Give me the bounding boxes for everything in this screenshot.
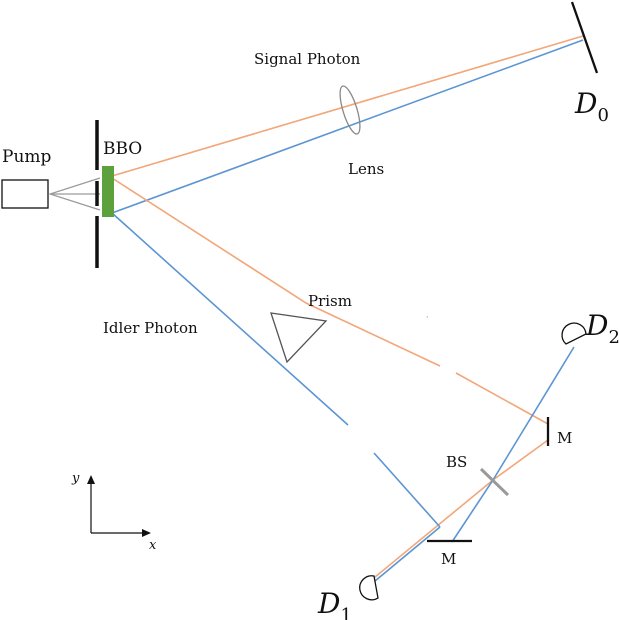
detector-d1-label-main: D — [317, 587, 340, 620]
pump-box — [1, 179, 49, 209]
detector-d0-label: D0 — [574, 87, 609, 126]
beam-splitter: BS — [446, 453, 510, 497]
axis-x-arrow — [142, 529, 151, 537]
pump-label: Pump — [2, 147, 52, 167]
idler-beam-blue-to-d2 — [451, 346, 575, 543]
signal-beam-upper-blue — [111, 39, 584, 214]
idler-beam-blue-to-d1 — [368, 526, 441, 587]
detector-d2-shape — [561, 322, 587, 345]
detector-d1-label: D1 — [317, 587, 352, 620]
detector-d2-label-main: D — [585, 309, 608, 342]
detector-d2-label: D2 — [585, 309, 619, 348]
beam-splitter-plate — [479, 467, 510, 497]
signal-photon-label: Signal Photon — [254, 50, 361, 68]
lens: Signal Photon Lens — [254, 50, 384, 178]
detector-d0-label-main: D — [574, 87, 597, 120]
bbo-label: BBO — [103, 139, 142, 159]
idler-photon-label: Idler Photon — [103, 319, 198, 337]
mirror-lower-label: M — [441, 550, 456, 568]
idler-beam-blue — [111, 212, 349, 426]
idler-beam-orange-far — [455, 372, 549, 425]
mirror-upper-label: M — [557, 429, 572, 447]
detector-d1-label-sub: 1 — [340, 605, 351, 620]
stray-mark: , — [426, 310, 429, 319]
detector-d0-label-sub: 0 — [597, 105, 608, 126]
bbo-crystal — [102, 166, 114, 217]
detector-d1: D1 — [317, 575, 379, 620]
lens-shape — [339, 85, 361, 135]
bbo-assembly: BBO — [95, 120, 142, 268]
detector-d1-shape — [359, 575, 379, 601]
signal-beam-upper-orange — [111, 35, 584, 177]
prism-shape — [270, 312, 328, 364]
mirror-lower: M — [427, 539, 472, 568]
pump-source: Pump — [1, 147, 101, 211]
lens-label: Lens — [348, 160, 384, 178]
prism-label: Prism — [308, 292, 352, 310]
detector-d2-label-sub: 2 — [608, 327, 619, 348]
axis-y-label: y — [71, 471, 80, 486]
idler-beam-orange — [111, 177, 441, 367]
detector-d2: D2 — [561, 309, 619, 348]
coordinate-axes: y x — [71, 471, 157, 553]
axis-y-arrow — [87, 475, 95, 484]
detector-d0: D0 — [570, 1, 609, 126]
mirror-upper: M — [546, 417, 572, 447]
prism: Prism Idler Photon , — [103, 292, 429, 364]
axis-x-label: x — [149, 538, 157, 553]
beams — [111, 35, 584, 587]
detector-d0-screen — [570, 1, 599, 74]
idler-beam-blue-mid — [373, 452, 441, 528]
beam-splitter-label: BS — [446, 453, 467, 471]
